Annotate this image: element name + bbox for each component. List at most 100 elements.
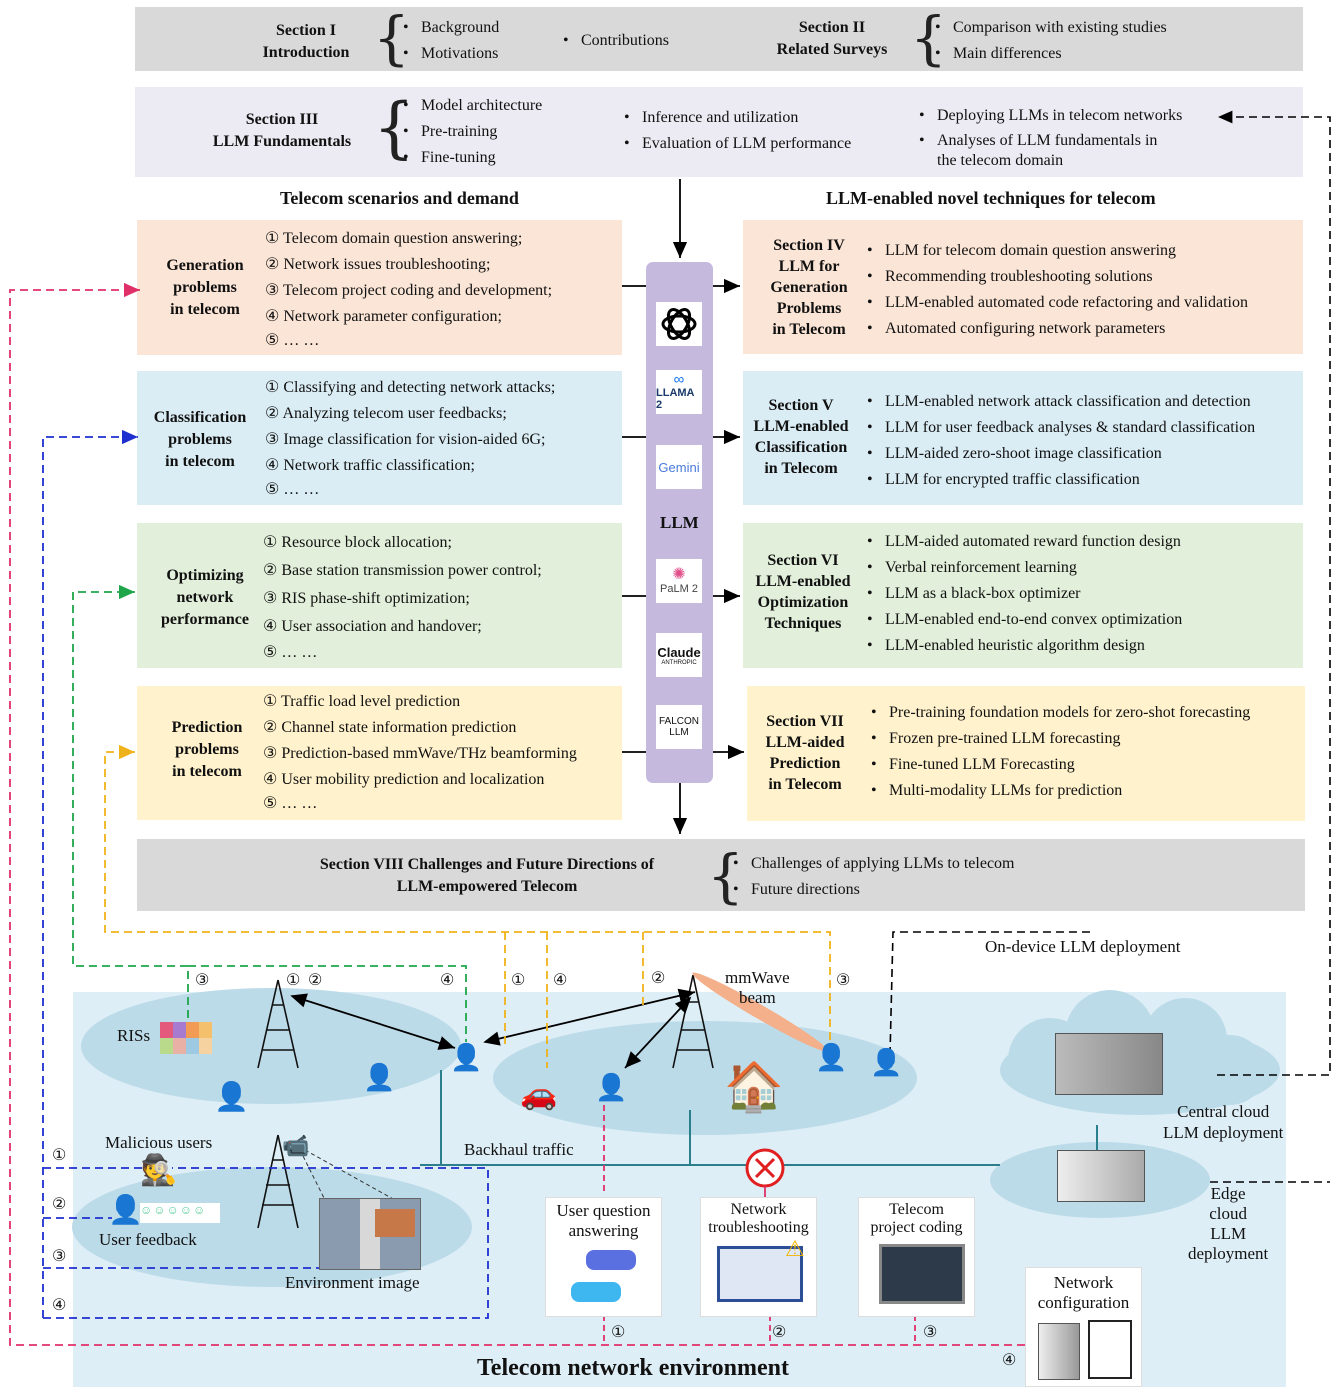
section-8-title: Section VIII Challenges and Future Direc…: [319, 856, 655, 895]
problem-list: ① Resource block allocation;② Base stati…: [263, 534, 542, 661]
warning-icon: ⚠: [785, 1236, 805, 1261]
llama2-logo-icon: ∞ LLAMA 2: [656, 370, 702, 414]
mark-1: ①: [286, 972, 301, 989]
laptop-warning-icon: [717, 1246, 803, 1302]
section-list: LLM-enabled network attack classificatio…: [863, 389, 1255, 493]
environment-title: Telecom network environment: [477, 1355, 789, 1381]
house-icon: 🏠: [724, 1061, 784, 1114]
section-2-list: Comparison with existing studiesMain dif…: [931, 15, 1167, 67]
chat-bubble-icon: [571, 1282, 621, 1302]
header-left: Telecom scenarios and demand: [280, 188, 519, 208]
section-3-col1: Model architecturePre-trainingFine-tunin…: [399, 93, 542, 171]
user-icon: 👤: [108, 1195, 143, 1226]
edge-server-icon: [1057, 1150, 1145, 1202]
mark-3: ③: [836, 972, 851, 989]
section-list: LLM-aided automated reward function desi…: [863, 529, 1182, 659]
section-list: LLM for telecom domain question answerin…: [863, 238, 1248, 342]
config-doc-icon: [1088, 1320, 1132, 1379]
mark-3: ③: [195, 972, 210, 989]
user-feedback-label: User feedback: [99, 1230, 197, 1249]
mark-1: ①: [52, 1147, 67, 1164]
llm-label: LLM: [660, 513, 699, 532]
server-icon: [1055, 1033, 1163, 1095]
mark-2: ②: [52, 1196, 67, 1213]
palm2-logo-icon: ✺ PaLM 2: [656, 559, 702, 603]
mark-3: ③: [923, 1324, 938, 1341]
chat-bubble-icon: [586, 1250, 636, 1270]
mark-4: ④: [440, 972, 455, 989]
mark-2: ②: [772, 1324, 787, 1341]
section-3-col2: Inference and utilizationEvaluation of L…: [620, 105, 851, 157]
mark-3: ③: [52, 1248, 67, 1265]
mark-4: ④: [553, 972, 568, 989]
user-phone-icon: 👤: [363, 1063, 396, 1092]
section-list: Pre-training foundation models for zero-…: [867, 700, 1250, 804]
backhaul-label: Backhaul traffic: [464, 1140, 574, 1159]
falcon-logo-icon: FALCON LLM: [656, 705, 702, 749]
user-laptop-icon: 👤: [450, 1043, 483, 1072]
header-right: LLM-enabled novel techniques for telecom: [826, 188, 1156, 208]
user-phone-icon: 👤: [595, 1073, 628, 1102]
code-monitor-icon: [879, 1244, 965, 1304]
camera-icon: 📹: [282, 1133, 310, 1158]
section-1-list: BackgroundMotivations: [399, 15, 499, 67]
ris-panel-icon: [160, 1022, 212, 1054]
feedback-icons: ☺☺☺☺☺: [140, 1203, 220, 1223]
problem-list: ① Telecom domain question answering;② Ne…: [265, 230, 553, 349]
user-laptop-icon: 👤: [870, 1048, 903, 1077]
mark-1: ①: [511, 972, 526, 989]
claude-logo-icon: Claude ANTHROPIC: [656, 633, 702, 677]
section-1-extra: Contributions: [559, 28, 669, 54]
section-8-box: Section VIII Challenges and Future Direc…: [137, 839, 1305, 911]
mark-2: ②: [651, 970, 666, 987]
hacker-icon: 🕵: [140, 1154, 178, 1187]
section-8-list: Challenges of applying LLMs to telecomFu…: [729, 851, 1015, 903]
user-phone-icon: 👤: [815, 1043, 848, 1072]
mark-2: ②: [308, 972, 323, 989]
mark-1: ①: [611, 1324, 626, 1341]
problem-list: ① Classifying and detecting network atta…: [265, 379, 556, 498]
on-device-label: On-device LLM deployment: [985, 937, 1181, 956]
environment-image: [319, 1198, 421, 1270]
riss-label: RISs: [117, 1026, 151, 1045]
llm-column: [646, 262, 713, 783]
car-icon: 🚗: [520, 1078, 558, 1111]
user-laptop-icon: 👤: [214, 1082, 249, 1113]
section-3-col3: Deploying LLMs in telecom networks Analy…: [915, 103, 1182, 171]
environment-image-label: Environment image: [285, 1273, 420, 1292]
openai-logo-icon: [656, 302, 702, 346]
mark-4: ④: [1002, 1352, 1017, 1369]
mark-4: ④: [52, 1297, 67, 1314]
server-icon: [1038, 1323, 1080, 1380]
gemini-logo-icon: Gemini: [656, 445, 702, 489]
malicious-users-label: Malicious users: [105, 1133, 213, 1152]
